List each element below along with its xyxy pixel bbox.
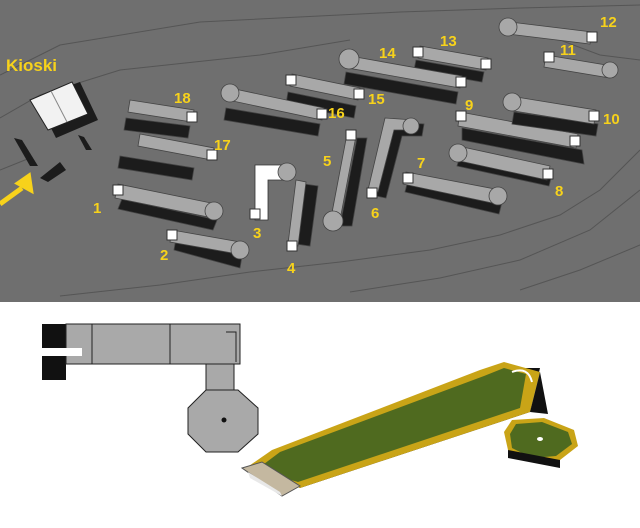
hole-label: 4 (287, 260, 296, 277)
hole-6-lane (366, 117, 425, 199)
kiosk-building[interactable] (29, 81, 98, 138)
hole-label: 2 (160, 247, 168, 264)
hole-16-lane (220, 83, 328, 137)
hole-1-lane (112, 183, 224, 231)
hole-label: 14 (379, 45, 396, 62)
hole-10-lane (502, 92, 600, 137)
hole-label: 16 (328, 105, 345, 122)
hole-14-lane (338, 48, 467, 105)
hole-5-lane (322, 129, 368, 232)
hole-8-lane (448, 143, 554, 187)
hole-3-lane (249, 162, 297, 221)
hole-15-lane (285, 73, 365, 119)
hole-12-lane (498, 17, 598, 45)
hole-11-lane (543, 51, 619, 79)
hole-4-lane (286, 179, 319, 252)
terrain-lines (0, 4, 640, 297)
hole-2-lane (166, 229, 250, 269)
hole-3d-view (240, 362, 578, 497)
hole-label: 13 (440, 33, 457, 50)
hole-label: 8 (555, 183, 563, 200)
hole-label: 15 (368, 91, 385, 108)
hole-label: 5 (323, 153, 331, 170)
kiosk-label: Kioski (6, 56, 57, 75)
hole-13-lane (412, 45, 492, 83)
hole-17-lane (117, 133, 218, 181)
hole-label: 3 (253, 225, 261, 242)
hole-label: 9 (465, 97, 473, 114)
hole-label: 17 (214, 137, 231, 154)
course-lanes (112, 17, 619, 269)
hole-label: 1 (93, 200, 101, 217)
hole-label: 12 (600, 14, 617, 31)
hole-18-lane (123, 99, 198, 139)
hole-label: 18 (174, 90, 191, 107)
hole-detail-panel (0, 302, 640, 528)
course-map: Kioski (0, 0, 640, 302)
entrance-arrow-icon (0, 172, 34, 207)
hole-plan-view (42, 323, 259, 453)
hole-label: 11 (560, 42, 576, 59)
hole-labels: 1 2 3 4 5 6 7 8 9 10 11 12 13 14 15 16 1… (93, 14, 620, 277)
kiosk-path-shadows (14, 135, 92, 182)
hole-label: 10 (603, 111, 620, 128)
hole-label: 6 (371, 205, 379, 222)
hole-label: 7 (417, 155, 425, 172)
hole-7-lane (402, 171, 508, 215)
